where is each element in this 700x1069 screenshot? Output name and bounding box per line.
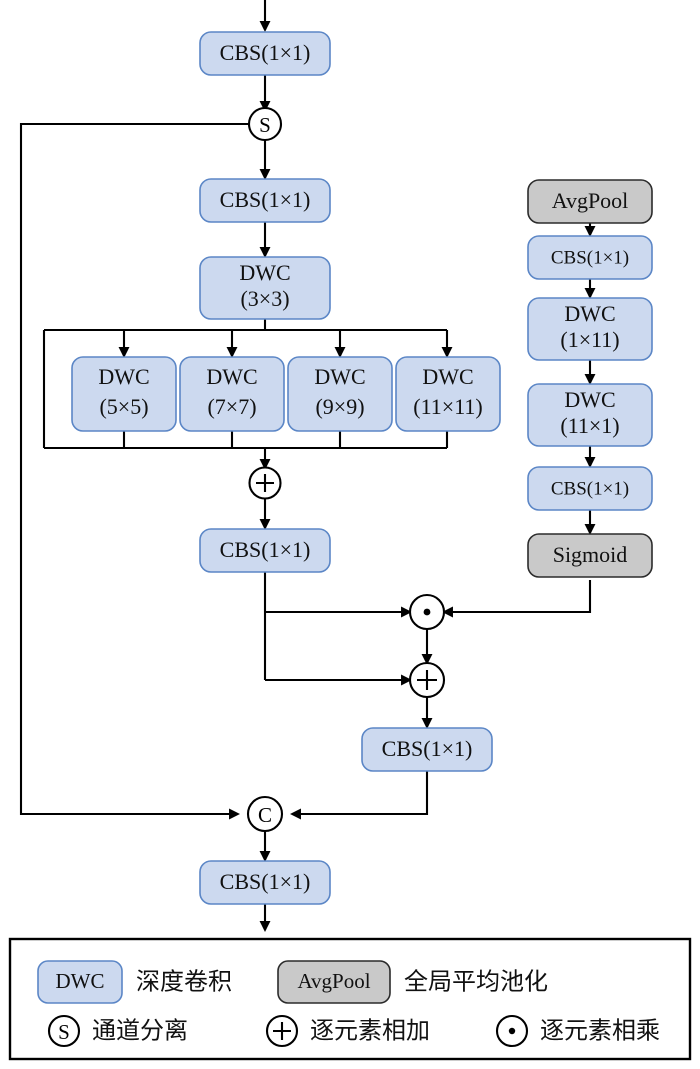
edge-sigmoid-to-multiply [442, 580, 592, 618]
main-cbs-shape [199, 178, 331, 223]
fuse-cbs-label: CBS(1×1) [220, 537, 311, 562]
dwc-11x11-shape [395, 356, 501, 432]
dwc-1x11-label-line1: DWC [564, 301, 615, 326]
legend-multiply-text: 逐元素相乘 [540, 1017, 660, 1044]
node-split: S [247, 106, 283, 142]
legend-avgpool-text: 全局平均池化 [404, 968, 548, 995]
block-dwc-11x11: DWC (11×11) [395, 356, 501, 432]
block-main-cbs: CBS(1×1) [199, 178, 331, 223]
concat-circle [246, 795, 284, 833]
block-dwc-11x1: DWC (11×1) [527, 383, 653, 447]
dwc-1x11-label-line2: (1×11) [560, 327, 619, 352]
block-dwc-1x11: DWC (1×11) [527, 297, 653, 361]
dwc-9x9-label-line2: (9×9) [315, 394, 364, 419]
sigmoid-shape [527, 533, 653, 578]
right-cbs-top-shape [527, 235, 653, 280]
legend-dwc-text: 深度卷积 [136, 968, 232, 995]
legend-avgpool-chip-shape [277, 960, 391, 1004]
block-dwc-3x3: DWC (3×3) [199, 256, 331, 320]
concat-glyph: C [258, 803, 272, 827]
attn-cbs-label: CBS(1×1) [382, 736, 473, 761]
split-circle [247, 106, 283, 142]
dwc-3x3-shape [199, 256, 331, 320]
block-sigmoid: Sigmoid [527, 533, 653, 578]
dwc-11x1-label-line1: DWC [564, 387, 615, 412]
legend-split-circle [47, 1014, 81, 1048]
dwc-5x5-shape [71, 356, 177, 432]
right-cbs-bottom-shape [527, 466, 653, 511]
dwc-11x1-shape [527, 383, 653, 447]
block-attn-cbs: CBS(1×1) [361, 727, 493, 772]
dwc-11x11-label-line2: (11×11) [413, 394, 482, 419]
block-right-cbs-bottom: CBS(1×1) [527, 466, 653, 511]
stem-cbs-shape [199, 31, 331, 76]
block-stem-cbs: CBS(1×1) [199, 31, 331, 76]
legend-dwc-chip-label: DWC [56, 969, 105, 993]
avgpool-label: AvgPool [552, 188, 629, 213]
dwc-7x7-label-line1: DWC [206, 364, 257, 389]
dwc-7x7-shape [179, 356, 285, 432]
fuse-cbs-shape [199, 528, 331, 573]
legend-frame [8, 937, 692, 1061]
avgpool-shape [527, 179, 653, 224]
stem-cbs-label: CBS(1×1) [220, 40, 311, 65]
legend-split-text: 通道分离 [92, 1017, 188, 1044]
legend-item-add: 逐元素相加 [265, 1014, 430, 1048]
node-concat: C [246, 795, 284, 833]
node-multiply [408, 593, 446, 631]
edge-attn-cbs-to-concat [290, 770, 429, 820]
attn-cbs-shape [361, 727, 493, 772]
right-cbs-top-label: CBS(1×1) [551, 247, 629, 268]
block-right-cbs-top: CBS(1×1) [527, 235, 653, 280]
edge-split-skip-to-concat [19, 122, 249, 820]
legend-item-dwc: DWC 深度卷积 [37, 960, 232, 1004]
out-cbs-shape [199, 860, 331, 905]
out-cbs-label: CBS(1×1) [220, 869, 311, 894]
split-glyph: S [259, 113, 271, 137]
block-out-cbs: CBS(1×1) [199, 860, 331, 905]
node-add-multi-scale [248, 466, 282, 500]
legend-multiply-dot [508, 1027, 516, 1035]
main-cbs-label: CBS(1×1) [220, 187, 311, 212]
connections [19, 0, 596, 932]
dwc-1x11-shape [527, 297, 653, 361]
block-fuse-cbs: CBS(1×1) [199, 528, 331, 573]
dwc-3x3-label-line2: (3×3) [240, 286, 289, 311]
block-avgpool: AvgPool [527, 179, 653, 224]
legend-item-split: S 通道分离 [47, 1014, 188, 1048]
legend-add-text: 逐元素相加 [310, 1017, 430, 1044]
legend-item-multiply: 逐元素相乘 [495, 1014, 660, 1048]
legend-split-glyph: S [58, 1020, 70, 1044]
dwc-11x1-label-line2: (11×1) [560, 413, 619, 438]
dwc-7x7-label-line2: (7×7) [207, 394, 256, 419]
multiply-dot [423, 608, 431, 616]
dwc-5x5-label-line2: (5×5) [99, 394, 148, 419]
right-cbs-bottom-label: CBS(1×1) [551, 478, 629, 499]
block-dwc-9x9: DWC (9×9) [287, 356, 393, 432]
block-dwc-7x7: DWC (7×7) [179, 356, 285, 432]
dwc-9x9-label-line1: DWC [314, 364, 365, 389]
node-add-residual [408, 661, 446, 699]
legend-item-avgpool: AvgPool 全局平均池化 [277, 960, 548, 1004]
block-dwc-5x5: DWC (5×5) [71, 356, 177, 432]
legend-avgpool-chip-label: AvgPool [297, 969, 370, 993]
dwc-5x5-label-line1: DWC [98, 364, 149, 389]
legend: DWC 深度卷积 AvgPool 全局平均池化 S 通道分离 逐元素相加 逐元素… [8, 937, 692, 1061]
dwc-9x9-shape [287, 356, 393, 432]
sigmoid-label: Sigmoid [553, 542, 628, 567]
legend-dwc-chip-shape [37, 960, 123, 1004]
dwc-3x3-label-line1: DWC [239, 260, 290, 285]
dwc-11x11-label-line1: DWC [422, 364, 473, 389]
